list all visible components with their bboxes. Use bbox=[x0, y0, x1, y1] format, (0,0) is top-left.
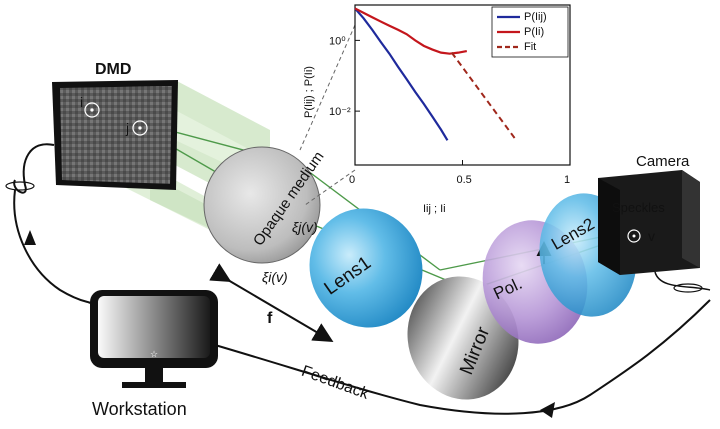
x-axis-label: Iij ; Ii bbox=[423, 203, 446, 215]
camera: Speckles v bbox=[598, 170, 700, 275]
pixel-j-marker bbox=[132, 120, 148, 136]
x-tick-label: 1 bbox=[564, 174, 570, 186]
dmd-cable bbox=[13, 143, 55, 194]
x-tick-label: 0.5 bbox=[457, 174, 472, 186]
legend-entry: P(Ii) bbox=[524, 26, 544, 38]
series-line-0 bbox=[354, 7, 449, 141]
series-line-2 bbox=[450, 52, 518, 141]
legend-entry: P(Iij) bbox=[524, 11, 547, 23]
plot-series-layer bbox=[354, 7, 518, 141]
f-label: f bbox=[267, 310, 273, 327]
pixel-i-marker bbox=[84, 102, 100, 118]
lens1: Lens1 bbox=[309, 208, 423, 328]
dmd-to-workstation-path bbox=[13, 189, 93, 306]
inset-chart: 0 0.5 1 10⁰ 10⁻² P(Iij) P(Ii) Fit P(Iij) ; P(I… bbox=[303, 4, 571, 215]
camera-label: Camera bbox=[636, 153, 690, 170]
y-tick-label: 10⁰ bbox=[329, 35, 346, 47]
xi-i-label: ξi(v) bbox=[262, 269, 288, 285]
pixel-i-label: i bbox=[80, 94, 83, 110]
opaque-medium: Opaque medium bbox=[203, 146, 328, 264]
dmd-label: DMD bbox=[95, 61, 131, 78]
plot-tick-layer: 0 0.5 1 10⁰ 10⁻² bbox=[329, 35, 571, 186]
v-label: v bbox=[648, 228, 655, 244]
feedback-label: Feedback bbox=[299, 363, 372, 403]
dmd-device: i j bbox=[52, 80, 178, 190]
series-line-1 bbox=[354, 7, 468, 55]
focal-length-arrow bbox=[209, 263, 334, 343]
workstation: ☆ bbox=[90, 290, 218, 388]
workstation-logo: ☆ bbox=[150, 349, 158, 359]
speckles-label: Speckles bbox=[612, 200, 665, 215]
xi-j-label: ξj(v) bbox=[292, 219, 318, 235]
legend-entry: Fit bbox=[524, 41, 536, 53]
plot-legend: P(Iij) P(Ii) Fit bbox=[491, 6, 569, 58]
workstation-label: Workstation bbox=[92, 399, 187, 419]
y-axis-label: P(Iij) ; P(Ii) bbox=[303, 66, 315, 118]
pixel-j-label: j bbox=[125, 120, 129, 136]
x-tick-label: 0 bbox=[349, 174, 355, 186]
plot-guide-top bbox=[299, 24, 356, 151]
y-tick-label: 10⁻² bbox=[329, 106, 351, 118]
plot-guide-bottom bbox=[304, 169, 356, 206]
feedback-path bbox=[214, 299, 711, 415]
speckle-v-marker bbox=[627, 229, 641, 243]
